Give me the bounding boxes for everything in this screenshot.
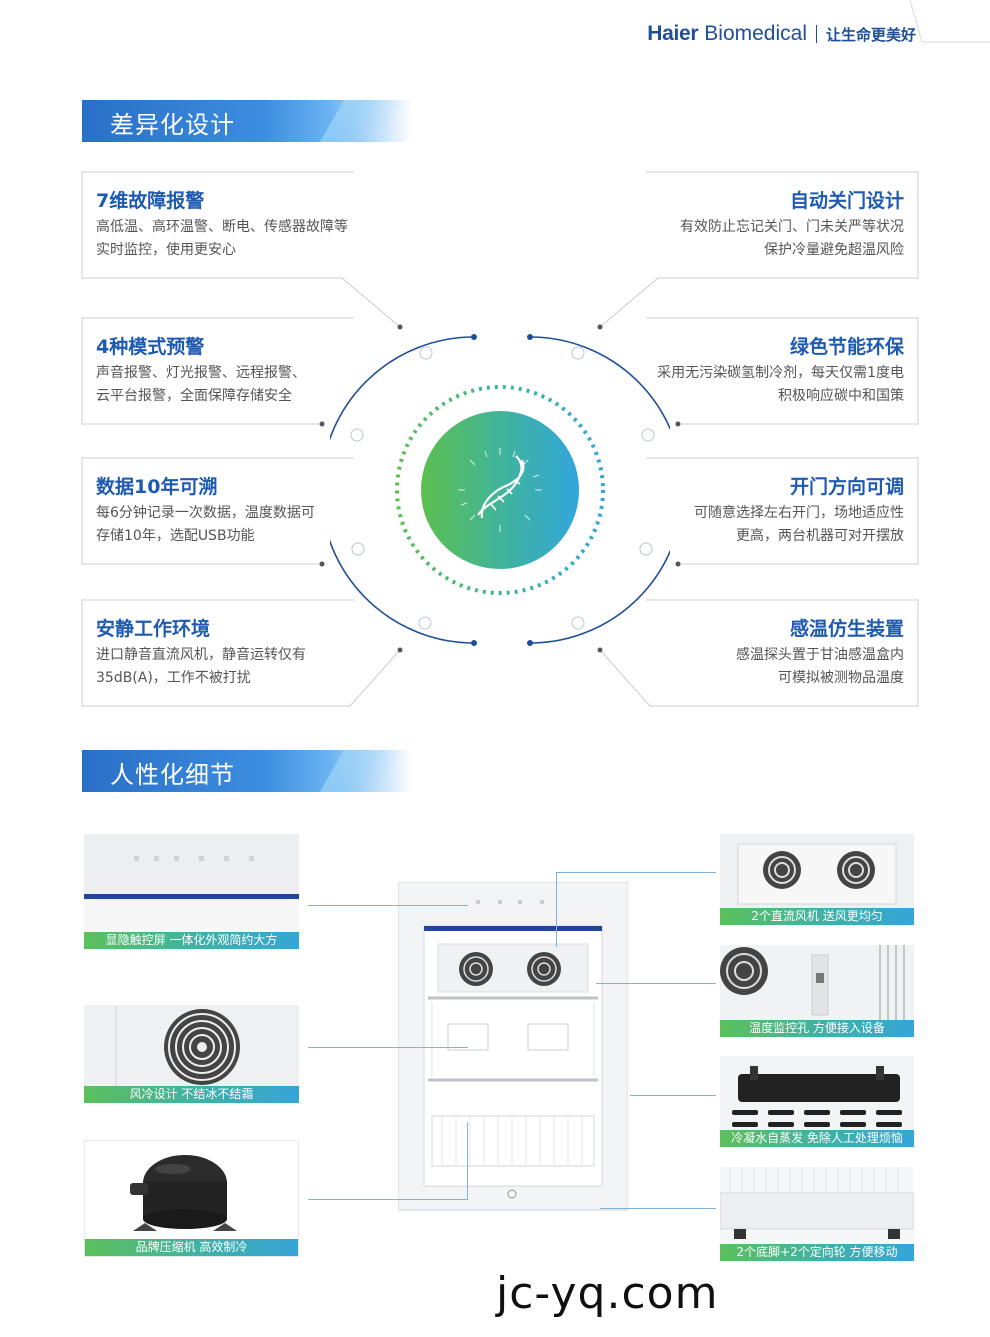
feature-desc: 高低温、高环温警、断电、传感器故障等 实时监控，使用更安心 xyxy=(96,219,348,258)
feature-title: 4种模式预警 xyxy=(96,336,205,358)
detail-air-cooling: 风冷设计 不结冰不结霜 xyxy=(84,1005,299,1103)
feature-title: 数据10年可溯 xyxy=(96,476,218,498)
feature-frame xyxy=(597,599,919,707)
section-header-differentiated-design: 差异化设计 xyxy=(82,100,412,142)
leader-line xyxy=(308,1199,468,1200)
brand-separator xyxy=(815,25,817,43)
detail-compressor: 品牌压缩机 高效制冷 xyxy=(84,1140,299,1257)
feature-data-trace: 数据10年可溯 每6分钟记录一次数据，温度数据可 存储10年，选配USB功能 xyxy=(81,457,354,567)
detail-caption: 风冷设计 不结冰不结霜 xyxy=(84,1086,299,1103)
feature-desc: 可随意选择左右开门，场地适应性 更高，两台机器可对开摆放 xyxy=(694,505,904,544)
leader-line xyxy=(556,872,716,873)
feature-frame xyxy=(597,171,919,330)
feature-auto-close: 自动关门设计 有效防止忘记关门、门未关严等状况 保护冷量避免超温风险 xyxy=(597,171,919,330)
leader-line xyxy=(308,1047,468,1048)
feature-door-direction: 开门方向可调 可随意选择左右开门，场地适应性 更高，两台机器可对开摆放 xyxy=(646,457,919,567)
feature-fault-alarm: 7维故障报警 高低温、高环温警、断电、传感器故障等 实时监控，使用更安心 xyxy=(81,171,403,330)
dna-icon xyxy=(477,455,525,519)
touch-screen-illustration xyxy=(84,834,299,949)
feature-frame xyxy=(646,317,919,427)
center-dna-graphic xyxy=(330,334,670,646)
detail-touch-screen: 显隐触控屏 一体化外观简约大方 xyxy=(84,834,299,949)
corner-decoration xyxy=(910,0,990,43)
brand-logo-haier: Haier xyxy=(647,22,699,45)
detail-caption: 2个底脚+2个定向轮 方便移动 xyxy=(720,1244,914,1261)
feature-title: 绿色节能环保 xyxy=(789,336,904,358)
feature-frame xyxy=(81,457,354,567)
leader-line xyxy=(556,872,557,947)
brand-header: Haier Biomedical 让生命更美好 xyxy=(647,22,916,46)
leader-line xyxy=(596,983,716,984)
feature-title: 安静工作环境 xyxy=(96,618,211,640)
detail-monitor-port: 温度监控孔 方便接入设备 xyxy=(720,945,914,1037)
detail-dc-fans: 2个直流风机 送风更均匀 xyxy=(720,834,914,925)
detail-caption: 2个直流风机 送风更均匀 xyxy=(720,908,914,925)
refrigerator-illustration xyxy=(398,882,628,1211)
feature-title: 7维故障报警 xyxy=(96,190,205,212)
feature-title: 开门方向可调 xyxy=(789,476,904,498)
leader-line xyxy=(630,1095,716,1096)
feature-bionic-sensor: 感温仿生装置 感温探头置于甘油感温盒内 可模拟被测物品温度 xyxy=(597,599,919,707)
feature-frame xyxy=(81,599,403,707)
feature-desc: 采用无污染碳氢制冷剂，每天仅需1度电 积极响应碳中和国策 xyxy=(657,365,904,404)
leader-line xyxy=(467,1122,468,1200)
leader-line xyxy=(308,905,468,906)
detail-feet-wheels: 2个底脚+2个定向轮 方便移动 xyxy=(720,1167,914,1261)
detail-caption: 冷凝水自蒸发 免除人工处理烦恼 xyxy=(720,1130,914,1147)
compressor-illustration xyxy=(130,1155,237,1231)
section-title: 人性化细节 xyxy=(110,761,235,789)
detail-caption: 品牌压缩机 高效制冷 xyxy=(85,1239,298,1256)
detail-caption: 显隐触控屏 一体化外观简约大方 xyxy=(84,932,299,949)
section-title: 差异化设计 xyxy=(110,111,235,139)
feature-desc: 感温探头置于甘油感温盒内 可模拟被测物品温度 xyxy=(736,647,904,686)
feature-desc: 进口静音直流风机，静音运转仅有 35dB(A)，工作不被打扰 xyxy=(96,647,306,686)
brand-logo-biomedical: Biomedical xyxy=(704,22,807,45)
footer-url: jc-yq.com xyxy=(496,1268,719,1319)
feature-frame xyxy=(81,317,354,427)
detail-caption: 温度监控孔 方便接入设备 xyxy=(720,1020,914,1037)
feature-desc: 有效防止忘记关门、门未关严等状况 保护冷量避免超温风险 xyxy=(680,219,904,258)
brand-slogan: 让生命更美好 xyxy=(825,25,916,44)
leader-line xyxy=(600,1208,716,1209)
feature-desc: 每6分钟记录一次数据，温度数据可 存储10年，选配USB功能 xyxy=(96,505,315,544)
feature-mode-warning: 4种模式预警 声音报警、灯光报警、远程报警、 云平台报警，全面保障存储安全 xyxy=(81,317,354,427)
feature-quiet-environment: 安静工作环境 进口静音直流风机，静音运转仅有 35dB(A)，工作不被打扰 xyxy=(81,599,403,707)
section-header-human-details: 人性化细节 xyxy=(82,750,412,792)
feature-green-energy: 绿色节能环保 采用无污染碳氢制冷剂，每天仅需1度电 积极响应碳中和国策 xyxy=(646,317,919,427)
feature-frame xyxy=(81,171,403,330)
feature-title: 感温仿生装置 xyxy=(789,618,904,640)
feature-desc: 声音报警、灯光报警、远程报警、 云平台报警，全面保障存储安全 xyxy=(96,365,306,404)
detail-condensate: 冷凝水自蒸发 免除人工处理烦恼 xyxy=(720,1056,914,1147)
feature-frame xyxy=(646,457,919,567)
feature-title: 自动关门设计 xyxy=(789,190,904,212)
